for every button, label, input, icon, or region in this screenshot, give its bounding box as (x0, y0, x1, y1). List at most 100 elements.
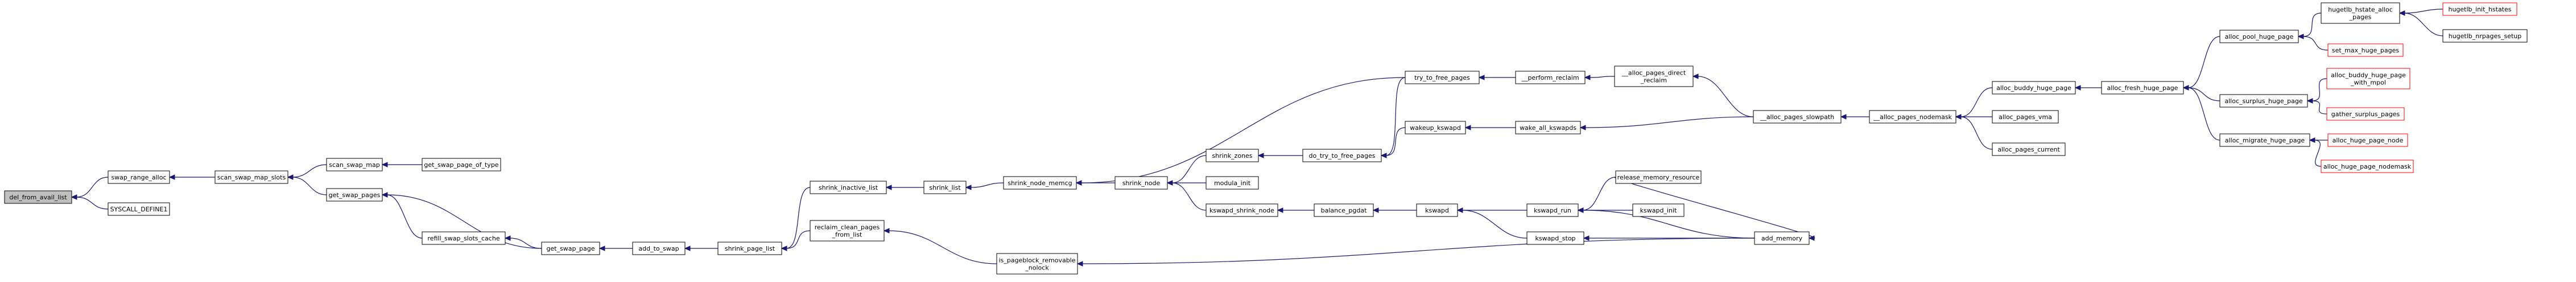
edge-line (76, 197, 109, 210)
edge-arrowhead (2399, 10, 2405, 16)
node-box (4, 190, 72, 204)
node-kswapd-run[interactable]: kswapd_run (1526, 203, 1579, 217)
node-shrink-inactive-list[interactable]: shrink_inactive_list (810, 181, 887, 194)
call-edge (885, 185, 924, 190)
node-alloc-pages-slowpath[interactable]: __alloc_pages_slowpath (1753, 110, 1842, 124)
edge-arrowhead (504, 235, 511, 241)
node-wakeup-kswapd[interactable]: wakeup_kswapd (1405, 121, 1466, 134)
node-is-pageblock-removable-nolock[interactable]: is_pageblock_removable_nolock (996, 253, 1078, 275)
node-alloc-pages-current[interactable]: alloc_pages_current (1992, 142, 2066, 156)
node-balance-pgdat[interactable]: balance_pgdat (1314, 203, 1374, 217)
node-box (1314, 203, 1374, 217)
node-label: shrink_zones (1212, 152, 1252, 160)
call-edge (1166, 155, 1207, 186)
call-edge (1577, 177, 1616, 213)
node-shrink-zones[interactable]: shrink_zones (1206, 149, 1259, 162)
call-edge (1257, 153, 1303, 158)
edge-line (2187, 36, 2220, 88)
node-swap-range-alloc[interactable]: swap_range_alloc (108, 170, 170, 184)
edge-arrowhead (1076, 261, 1083, 267)
node-scan-swap-map-slots[interactable]: scan_swap_map_slots (214, 170, 288, 184)
node-kswapd-stop[interactable]: kswapd_stop (1526, 231, 1584, 245)
call-edge (1076, 238, 1755, 267)
node-alloc-pages-direct-reclaim[interactable]: __alloc_pages_direct_reclaim (1614, 66, 1694, 87)
call-edge (1577, 207, 1755, 239)
edge-line (1582, 210, 1755, 239)
node-label: alloc_huge_page_nodemask (2323, 163, 2412, 170)
node-perform-reclaim[interactable]: __perform_reclaim (1515, 71, 1586, 84)
node-box (996, 253, 1078, 275)
edge-arrowhead (381, 192, 388, 198)
edge-line (786, 187, 811, 249)
node-shrink-page-list[interactable]: shrink_page_list (717, 242, 782, 255)
node-alloc-pages-vma[interactable]: alloc_pages_vma (1992, 110, 2059, 124)
node-box (1754, 231, 1810, 245)
node-kswapd-shrink-node[interactable]: kswapd_shrink_node (1206, 203, 1278, 217)
node-label: kswapd_stop (1535, 235, 1575, 242)
node-alloc-pool-huge-page[interactable]: alloc_pool_huge_page (2219, 30, 2299, 43)
node-mem-cgroup-soft-limit-reclaim[interactable]: modula_init (1206, 176, 1259, 190)
node-hugetlb-hstate-alloc-pages[interactable]: hugetlb_hstate_alloc_pages (2321, 2, 2400, 24)
edge-arrowhead (287, 174, 294, 180)
node-alloc-huge-page-node[interactable]: alloc_huge_page_node (2327, 133, 2408, 147)
node-label: __perform_reclaim (1521, 74, 1579, 81)
node-label: reclaim_clean_pages (815, 224, 880, 231)
node-get-swap-pages[interactable]: get_swap_pages (326, 188, 383, 202)
edge-arrowhead (1257, 153, 1264, 158)
node-box (326, 188, 383, 202)
node-kswapd[interactable]: kswapd (1416, 203, 1458, 217)
node-release-memory-resource[interactable]: release_memory_resource (1615, 170, 1702, 184)
node-get-swap-page-of-type[interactable]: get_swap_page_of_type (422, 158, 501, 171)
edge-line (2404, 13, 2443, 36)
node-gather-surplus-pages[interactable]: gather_surplus_pages (2326, 107, 2405, 121)
node-del-from-avail-list[interactable]: del_from_avail_list (4, 190, 72, 204)
node-box (1992, 81, 2076, 95)
node-do-try-to-free-pages[interactable]: do_try_to_free_pages (1302, 149, 1382, 162)
node-hugetlb-init-hstates[interactable]: hugetlb_init_hstates (2442, 2, 2517, 16)
node-alloc-huge-page-nodemask[interactable]: alloc_huge_page_nodemask (2321, 160, 2414, 173)
node-syscall-define1[interactable]: SYSCALL_DEFINE1 (108, 202, 170, 216)
node-alloc-buddy-huge-page[interactable]: alloc_buddy_huge_page (1992, 81, 2076, 95)
call-graph-edges (71, 9, 2443, 267)
node-shrink-list[interactable]: shrink_list (923, 181, 967, 194)
call-edge (381, 192, 542, 249)
node-alloc-buddy-huge-page-with-mpol[interactable]: alloc_buddy_huge_page_with_mpol (2326, 68, 2410, 89)
node-get-swap-page[interactable]: get_swap_page (541, 242, 600, 255)
node-refill-swap-slots-cache[interactable]: refill_swap_slots_cache (422, 231, 506, 245)
node-reclaim-clean-pages-from-list[interactable]: reclaim_clean_pages_from_list (810, 220, 885, 242)
edge-line (1385, 127, 1406, 156)
node-box (1992, 110, 2059, 124)
node-box (2321, 2, 2400, 24)
node-try-to-free-pages[interactable]: try_to_free_pages (1405, 71, 1480, 84)
node-scan-swap-map[interactable]: scan_swap_map (326, 158, 383, 171)
node-alloc-fresh-huge-page[interactable]: alloc_fresh_huge_page (2101, 81, 2184, 95)
node-box (923, 181, 967, 194)
node-box (1003, 176, 1077, 190)
edge-arrowhead (2182, 85, 2189, 91)
node-alloc-migrate-huge-page[interactable]: alloc_migrate_huge_page (2219, 133, 2310, 147)
node-label: balance_pgdat (1321, 207, 1367, 214)
edge-line (786, 230, 811, 249)
node-box (1515, 121, 1581, 134)
node-label: scan_swap_map_slots (217, 174, 286, 181)
node-shrink-node-memcg[interactable]: shrink_node_memcg (1003, 176, 1077, 190)
node-set-max-huge-pages[interactable]: set_max_huge_pages (2327, 43, 2404, 57)
call-edge (1840, 114, 1869, 120)
edge-line (1171, 182, 1207, 211)
node-label: _pages (2349, 14, 2372, 21)
edge-line (2187, 87, 2220, 101)
node-alloc-pages-nodemask[interactable]: __alloc_pages_nodemask (1869, 110, 1956, 124)
node-box (2326, 107, 2405, 121)
node-add-memory[interactable]: add_memory (1754, 231, 1810, 245)
node-hugetlb-nrpages-setup[interactable]: hugetlb_nrpages_setup (2442, 29, 2528, 43)
node-label: release_memory_resource (1617, 174, 1700, 181)
node-box (2101, 81, 2184, 95)
node-wake-all-kswapds[interactable]: wake_all_kswapds (1515, 121, 1581, 134)
node-add-to-swap[interactable]: add_to_swap (632, 242, 686, 255)
edge-arrowhead (965, 185, 972, 190)
edge-line (1462, 210, 1528, 239)
node-shrink-node[interactable]: shrink_node (1114, 176, 1168, 190)
call-edge (781, 230, 811, 251)
node-kswapd-init[interactable]: kswapd_init (1632, 203, 1685, 217)
node-alloc-surplus-huge-page[interactable]: alloc_surplus_huge_page (2219, 94, 2308, 108)
